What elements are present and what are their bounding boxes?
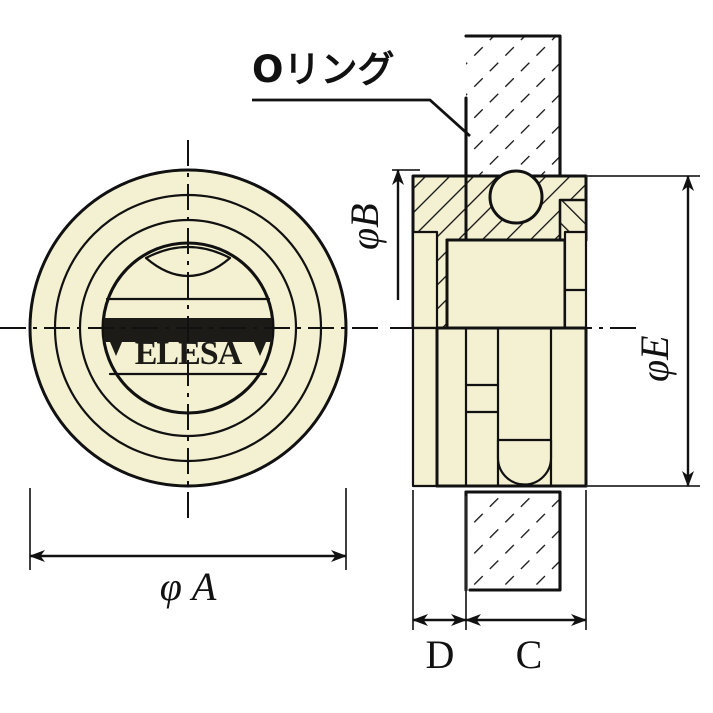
dimension-phi-a: φ A — [29, 488, 347, 609]
section-left-lip — [411, 230, 439, 330]
dim-c-label: C — [516, 632, 543, 677]
o-ring-annotation: Oリング — [252, 48, 471, 138]
panel-lower-hatch-fill — [466, 492, 560, 590]
front-band-notch-left — [110, 342, 122, 356]
phi-a-label: φ A — [160, 564, 217, 609]
o-ring-label: Oリング — [252, 48, 394, 91]
dimension-phi-b: φB — [342, 169, 420, 300]
section-center-cavity — [445, 238, 567, 330]
o-ring-upper-circle — [488, 169, 544, 225]
dim-d-label: D — [426, 632, 455, 677]
front-circular-view: ELESA — [0, 140, 378, 520]
cross-section-view — [390, 34, 640, 592]
brand-name-text: ELESA — [135, 335, 243, 372]
panel-upper-hatch-fill — [466, 36, 560, 186]
o-ring-lower-circle — [496, 440, 553, 486]
o-ring-leader-line — [252, 98, 471, 138]
section-left-lip-lower — [411, 326, 439, 488]
panel-lower-outline — [464, 490, 562, 592]
dimension-d-c: D C — [412, 490, 587, 677]
phi-b-label: φB — [342, 203, 387, 250]
section-right-column-upper — [563, 230, 588, 330]
front-band-notch-right — [254, 342, 266, 356]
dimension-phi-e: φE — [586, 175, 700, 487]
phi-e-label: φE — [632, 335, 677, 382]
